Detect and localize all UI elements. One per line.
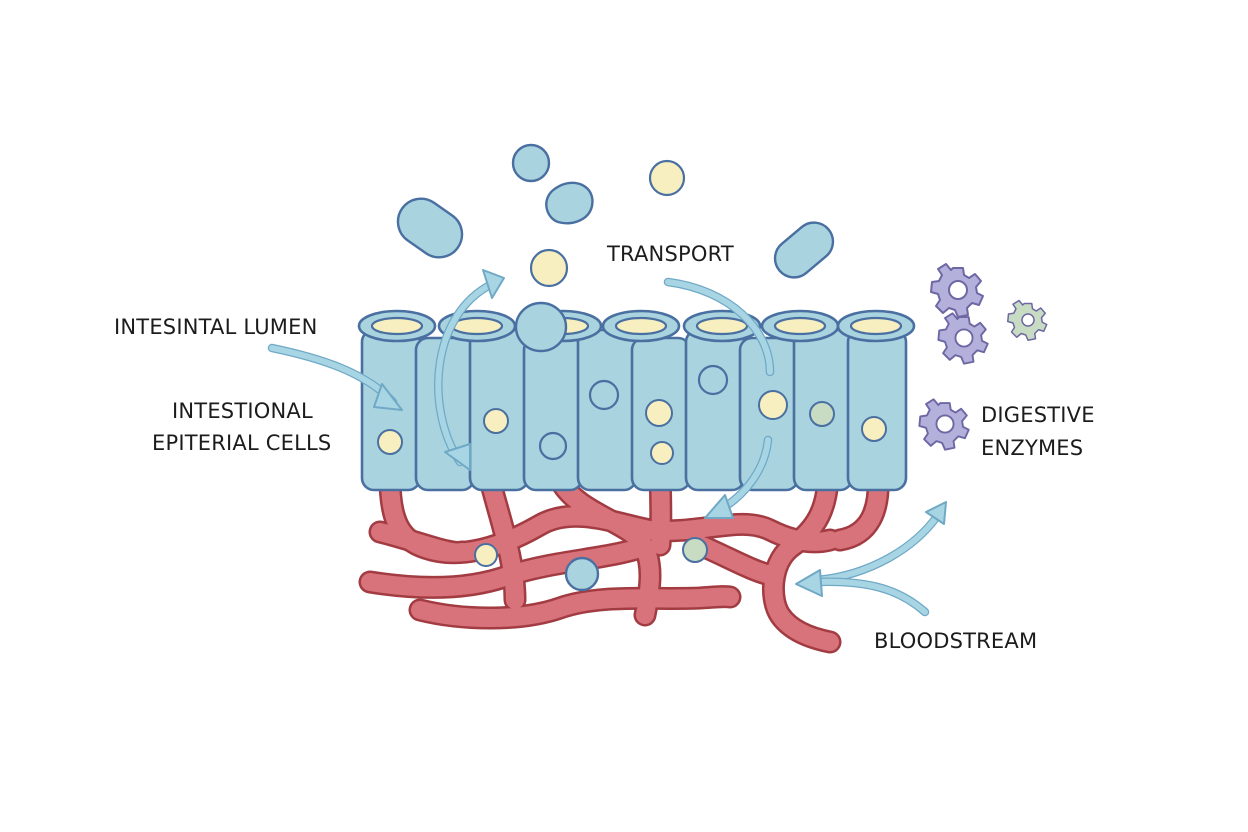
nutrient-particle	[650, 441, 674, 465]
gear-icon	[937, 312, 989, 365]
label-transport: TRANSPORT	[606, 242, 734, 266]
nutrient-particle	[511, 143, 551, 183]
gear-icon	[930, 263, 984, 318]
nutrient-particle	[377, 429, 403, 455]
nutrient-particle	[483, 408, 509, 434]
lumen-nutrients	[396, 143, 835, 353]
label-epithelial-cells-line2: EPITERIAL CELLS	[152, 431, 331, 455]
gear-icon	[1007, 299, 1048, 341]
nutrient-particle	[861, 416, 887, 442]
nutrient-particle	[648, 159, 686, 197]
nutrient-blob	[545, 181, 594, 225]
nutrient-particle	[538, 431, 568, 461]
nutrient-particle	[474, 543, 498, 567]
digestive-enzymes	[918, 263, 1048, 451]
nutrient-capsule	[396, 197, 464, 259]
label-digestive-enzymes-line1: DIGESTIVE	[981, 403, 1095, 427]
nutrient-particle	[645, 399, 673, 427]
nutrient-particle	[529, 248, 569, 288]
epithelial-cell	[684, 328, 746, 492]
epithelial-cell	[846, 328, 908, 492]
epithelial-cell	[576, 328, 638, 492]
nutrient-particle	[588, 379, 620, 411]
nutrient-particle	[682, 537, 708, 563]
nutrient-capsule	[773, 221, 835, 279]
nutrient-particle	[809, 401, 835, 427]
blood-vessel-network	[358, 443, 890, 654]
label-epithelial-cells-line1: INTESTIONAL	[172, 399, 313, 423]
label-digestive-enzymes-line2: ENZYMES	[981, 436, 1083, 460]
nutrient-particle	[514, 301, 568, 353]
nutrient-particle	[564, 556, 600, 592]
nutrient-particle	[758, 390, 788, 420]
label-intestinal-lumen: INTESINTAL LUMEN	[114, 315, 318, 339]
epithelial-cell-layer	[357, 309, 916, 492]
transport-arrows	[267, 269, 947, 617]
gear-icon	[918, 398, 970, 451]
label-bloodstream: BLOODSTREAM	[874, 629, 1037, 653]
epithelial-cell	[522, 336, 584, 492]
nutrient-particle	[697, 364, 729, 396]
epithelial-cell	[360, 328, 422, 492]
